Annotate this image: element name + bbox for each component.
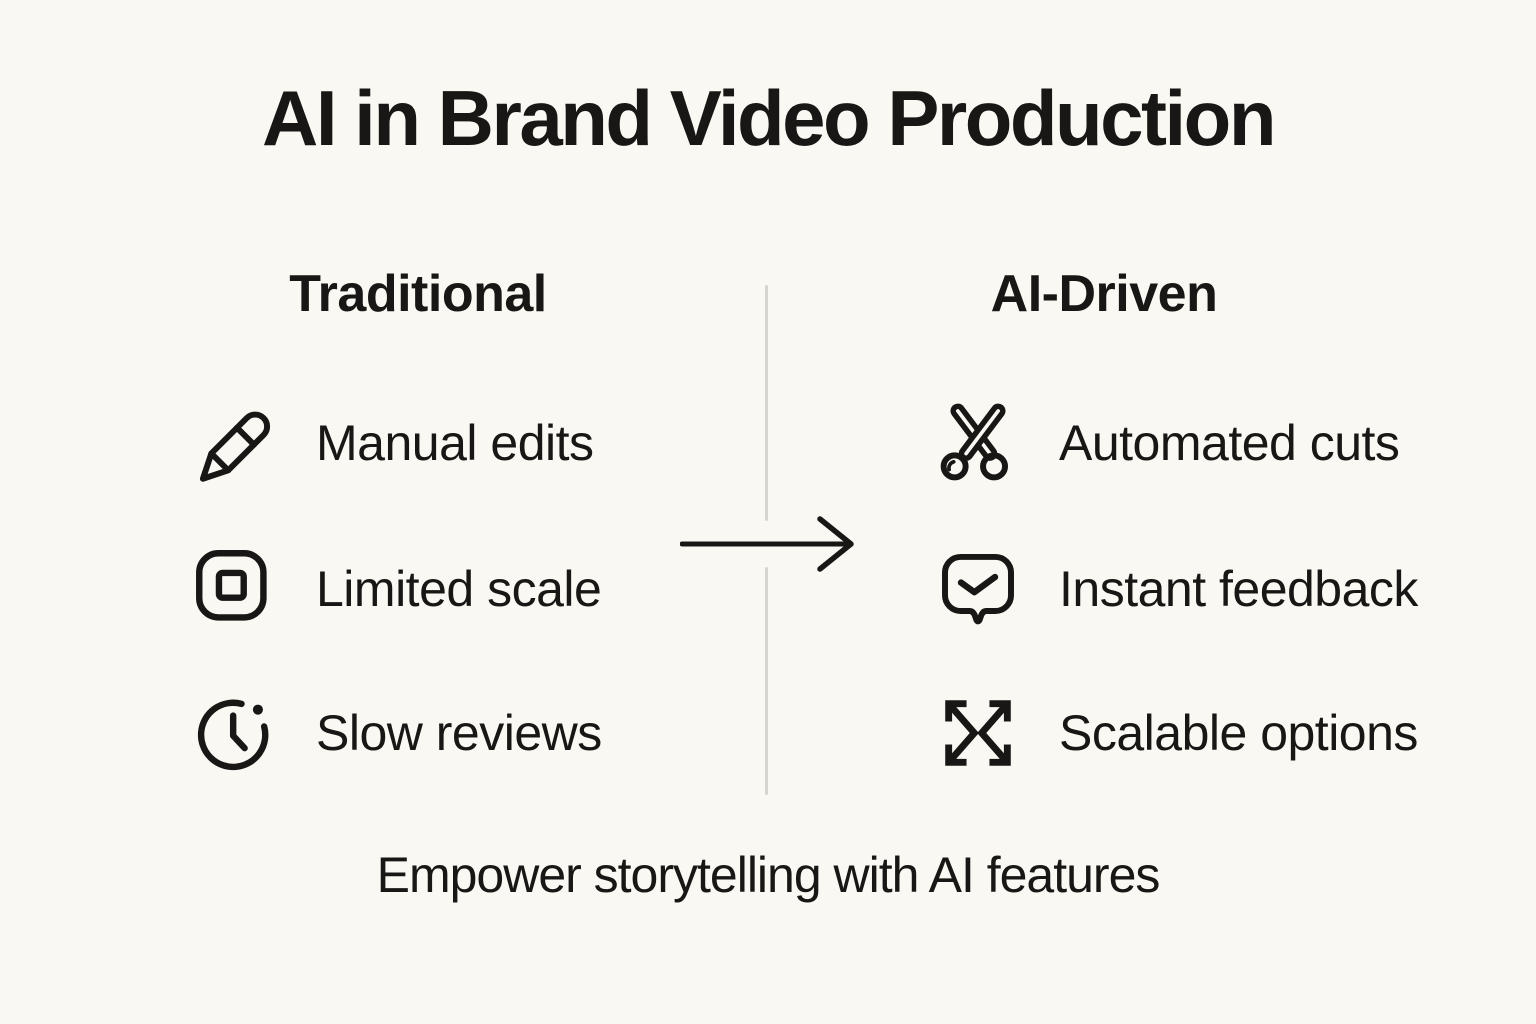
row-limited-scale: Limited scale — [190, 541, 602, 637]
shuffle-icon — [933, 685, 1023, 781]
frame-icon — [190, 541, 280, 637]
scissors-icon — [933, 395, 1023, 491]
caption-text: Empower storytelling with AI features — [376, 847, 1161, 903]
row-label: Manual edits — [316, 415, 594, 471]
right-arrow-icon — [680, 516, 854, 572]
row-label: Automated cuts — [1059, 415, 1400, 471]
row-label: Instant feedback — [1059, 561, 1418, 617]
row-label: Limited scale — [316, 561, 602, 617]
page-title: AI in Brand Video Production — [262, 74, 1276, 162]
row-instant-feedback: Instant feedback — [933, 541, 1418, 637]
row-scalable-options: Scalable options — [933, 685, 1418, 781]
row-automated-cuts: Automated cuts — [933, 395, 1400, 491]
divider-line-bottom — [765, 567, 768, 795]
pencil-icon — [190, 395, 280, 491]
chat-check-icon — [933, 541, 1023, 637]
column-header-ai-driven: AI-Driven — [990, 265, 1218, 323]
clock-icon — [190, 685, 280, 781]
divider-line-top — [765, 285, 768, 521]
row-slow-reviews: Slow reviews — [190, 685, 602, 781]
column-header-traditional: Traditional — [289, 265, 547, 323]
row-manual-edits: Manual edits — [190, 395, 594, 491]
row-label: Scalable options — [1059, 705, 1418, 761]
row-label: Slow reviews — [316, 705, 602, 761]
